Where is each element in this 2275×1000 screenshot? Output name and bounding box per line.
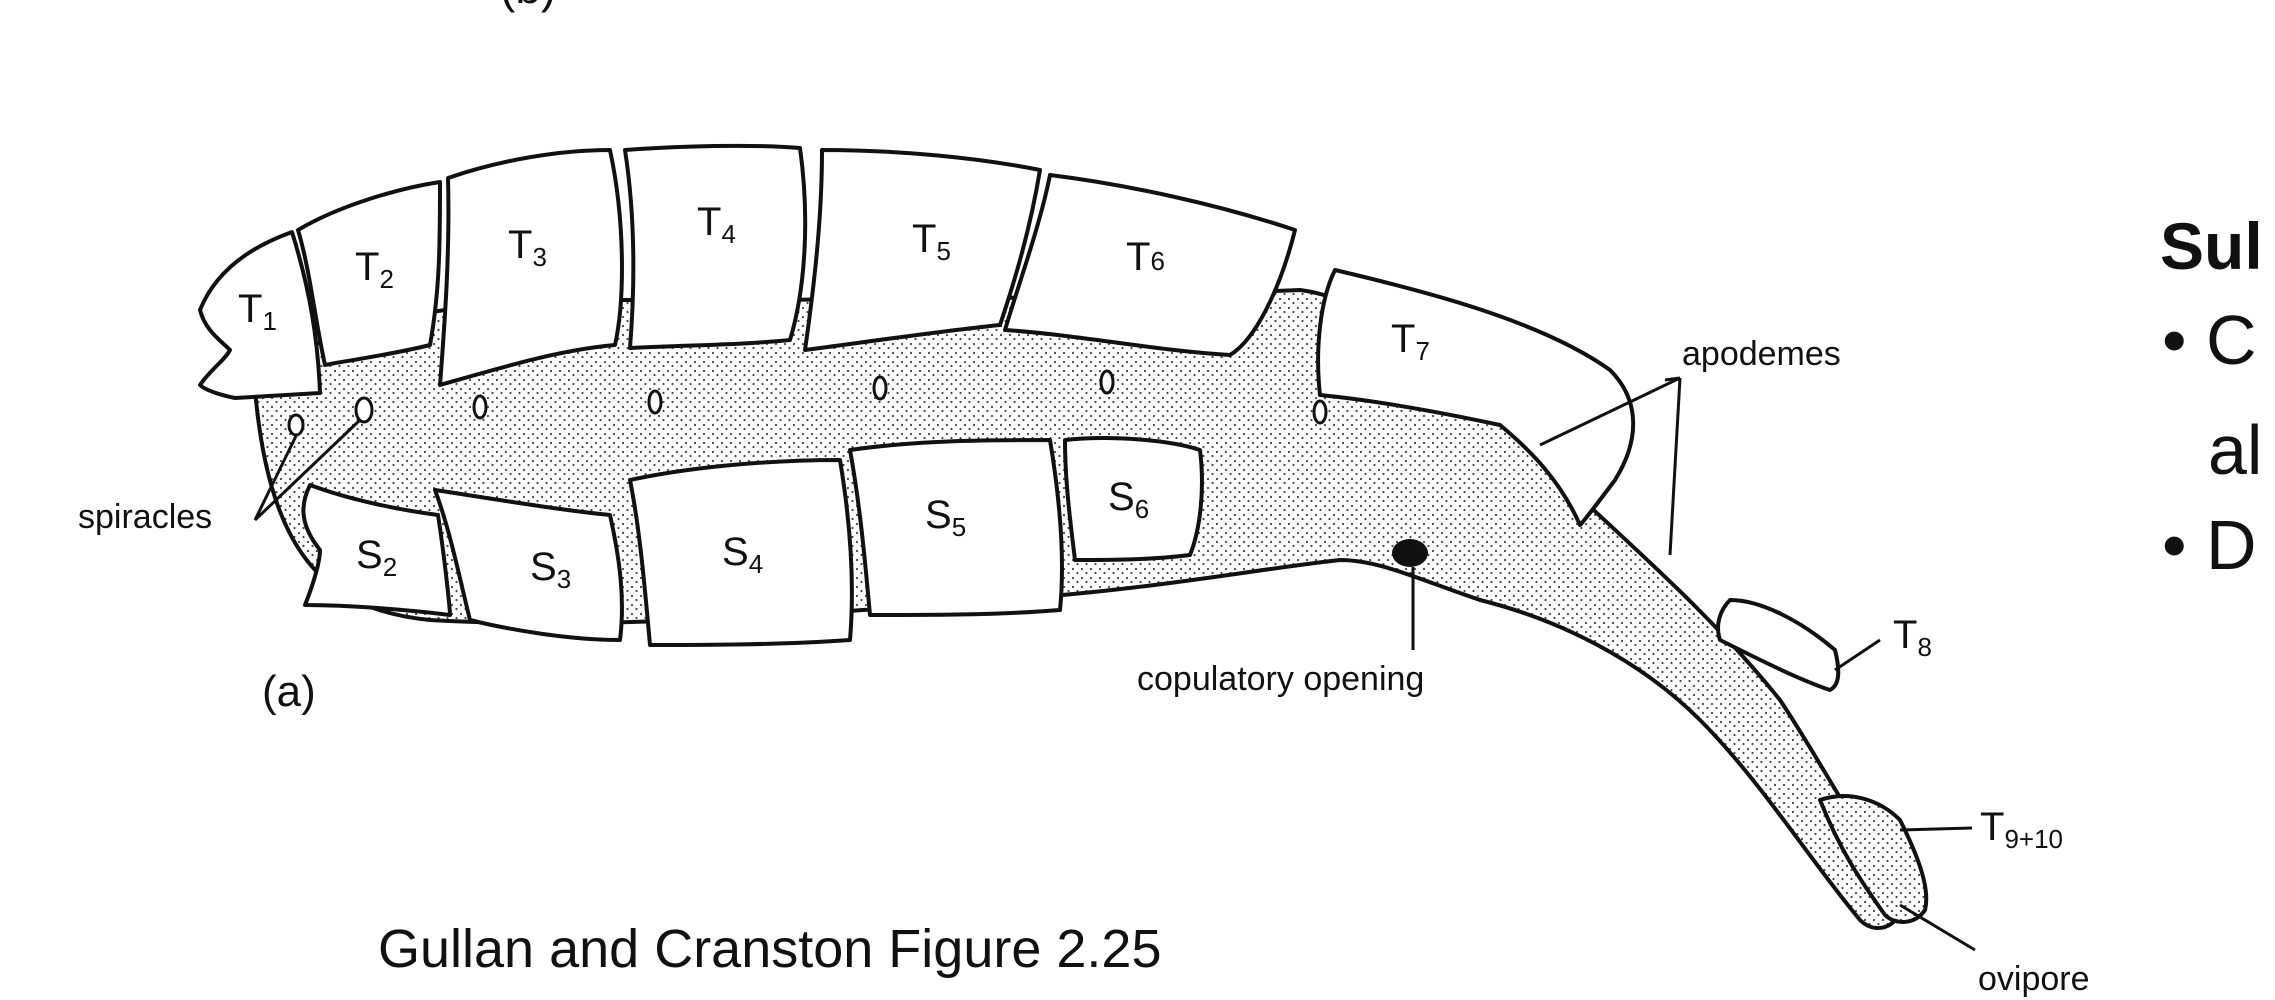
apodemes-label: apodemes bbox=[1682, 335, 1841, 373]
sternite-label-2: S2 bbox=[356, 533, 397, 582]
copulatory-opening-label: copulatory opening bbox=[1137, 660, 1424, 698]
tergite-4-plate bbox=[623, 143, 808, 350]
tergite-label-8: T8 bbox=[1893, 613, 1932, 662]
tergite-8-plate bbox=[1716, 598, 1841, 692]
tergite-2-plate bbox=[296, 180, 442, 367]
tergite-label-1: T1 bbox=[238, 287, 277, 336]
slide-bullet-2: • D bbox=[2162, 506, 2257, 584]
spiracle-markers bbox=[287, 369, 1328, 437]
tergite-label-3: T3 bbox=[508, 223, 547, 272]
tergite-label-9-10: T9+10 bbox=[1980, 805, 2063, 854]
tergite-label-5: T5 bbox=[912, 217, 951, 266]
sternite-6-plate bbox=[1063, 436, 1204, 562]
sternite-label-5: S5 bbox=[925, 493, 966, 542]
sternite-label-4: S4 bbox=[722, 530, 763, 579]
sternite-label-6: S6 bbox=[1108, 475, 1149, 524]
sternite-label-3: S3 bbox=[530, 545, 571, 594]
spiracles-label: spiracles bbox=[78, 498, 212, 536]
tergite-7-plate bbox=[1316, 268, 1636, 527]
tergite-label-6: T6 bbox=[1126, 235, 1165, 279]
panel-a-label: (a) bbox=[262, 667, 316, 716]
figure-caption: Gullan and Cranston Figure 2.25 bbox=[378, 919, 1162, 979]
tergite-9-10-plate bbox=[1818, 794, 1929, 924]
leader-lines bbox=[253, 376, 1976, 952]
panel-b-label: (b) bbox=[500, 0, 556, 14]
tergite-3-plate bbox=[438, 148, 624, 387]
sternite-3-plate bbox=[433, 488, 624, 642]
ovipore-label: ovipore bbox=[1978, 960, 2090, 998]
sternite-2-plate bbox=[301, 483, 452, 617]
tergite-5-plate bbox=[803, 148, 1042, 352]
slide-bullet-1: • C bbox=[2162, 301, 2257, 379]
tergite-labels: T1 T2 T3 T4 T5 T6 T7 T8 T9+10 bbox=[238, 200, 2063, 854]
sternite-5-plate bbox=[848, 438, 1064, 617]
slide-heading: Sul bbox=[2160, 209, 2263, 283]
tergite-1-plate bbox=[198, 230, 322, 400]
tergite-6-plate bbox=[1003, 173, 1297, 357]
copulatory-opening-mark bbox=[1392, 539, 1428, 567]
sternite-labels: S2 S3 S4 S5 S6 bbox=[356, 475, 1149, 594]
sternite-4-plate bbox=[628, 458, 854, 647]
tergite-label-2: T2 bbox=[355, 245, 394, 294]
slide-bullet-1-continued: al bbox=[2208, 411, 2263, 489]
tergite-label-4: T4 bbox=[697, 200, 736, 249]
tergite-label-7: T7 bbox=[1391, 317, 1430, 366]
